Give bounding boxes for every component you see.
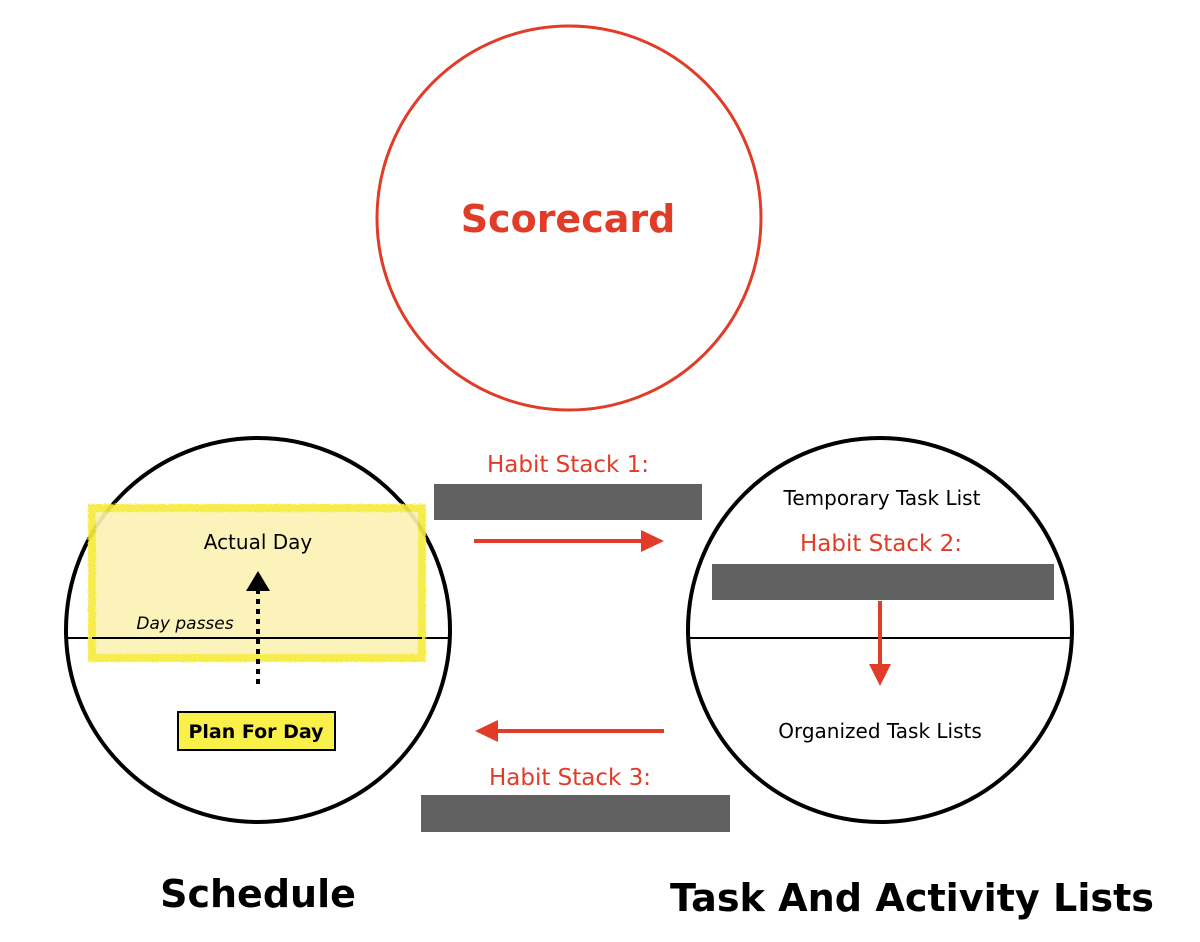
task-lists-title: Task And Activity Lists [670, 876, 1154, 920]
scorecard-label: Scorecard [461, 197, 676, 241]
organize-arrowhead [869, 664, 891, 686]
plan-for-day-box [177, 711, 336, 751]
schedule-title: Schedule [160, 872, 356, 916]
day-passes-arrowhead [246, 571, 270, 591]
scorecard-circle [375, 24, 763, 412]
habit-stack-1-redaction [434, 484, 702, 520]
task-lists-circle [686, 436, 1074, 824]
temporary-task-list-label: Temporary Task List [783, 486, 981, 510]
schedule-to-tasks-arrowhead [641, 530, 664, 552]
schedule-circle [64, 436, 452, 824]
habit-stack-3-label: Habit Stack 3: [489, 765, 651, 791]
plan-for-day-label: Plan For Day [188, 721, 324, 743]
tasks-to-schedule-arrowhead [475, 720, 498, 742]
habit-stack-1-label: Habit Stack 1: [487, 452, 649, 478]
habit-stack-2-redaction [712, 564, 1054, 600]
habit-stack-2-label: Habit Stack 2: [800, 531, 962, 557]
habit-stack-3-redaction [421, 795, 730, 832]
day-passes-label: Day passes [136, 614, 233, 634]
organized-task-lists-label: Organized Task Lists [778, 719, 982, 743]
actual-day-label: Actual Day [204, 530, 313, 554]
